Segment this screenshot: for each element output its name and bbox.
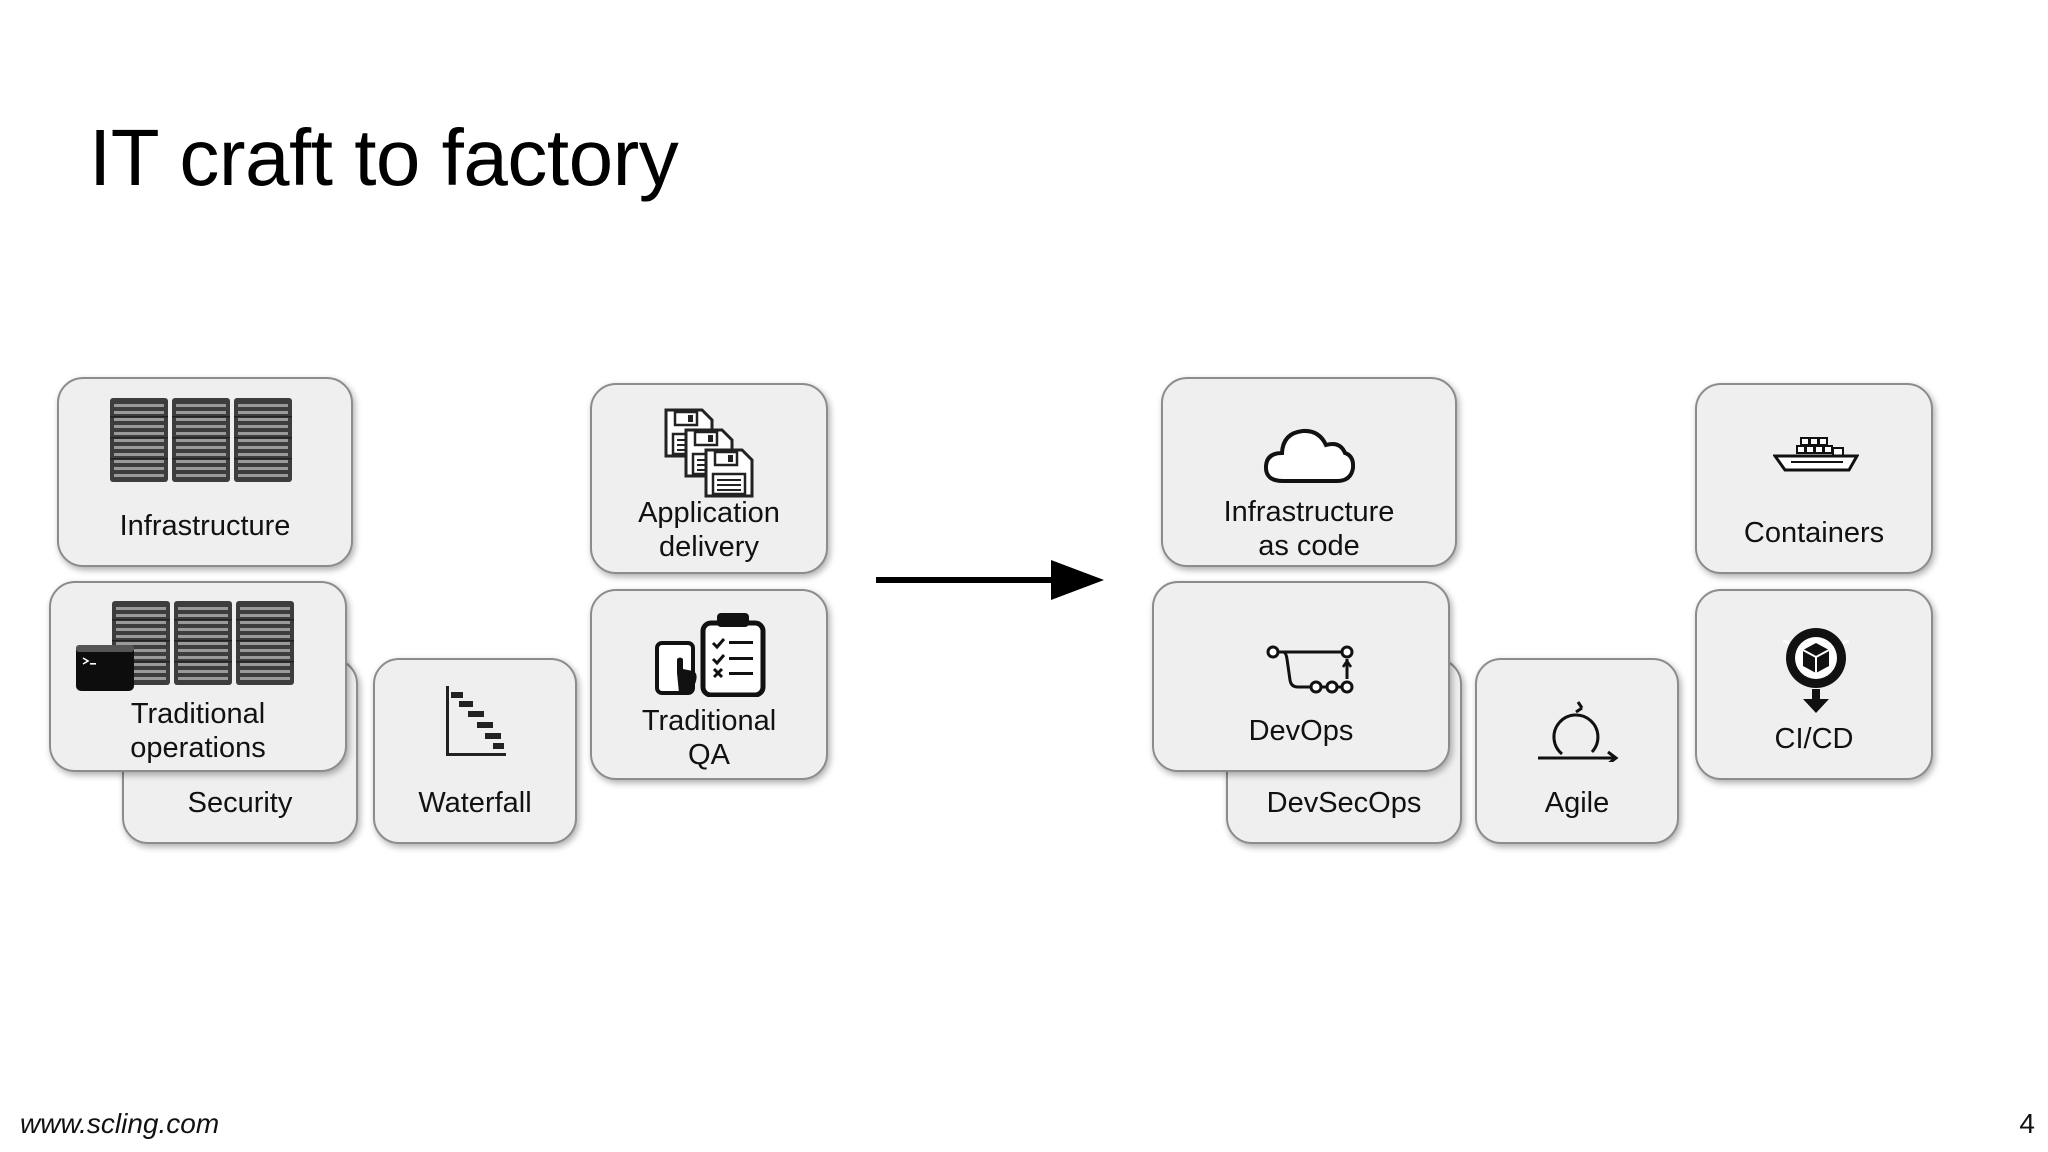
card-label: Security [187,787,293,819]
card-label: CI/CD [1774,723,1854,755]
transition-arrow-icon [876,560,1104,600]
card-traditional-operations: Traditional operations [49,581,347,772]
card-label: Application delivery [638,497,780,563]
card-waterfall: Waterfall [373,658,577,844]
container-ship-icon [1773,437,1859,472]
card-label: Waterfall [418,787,532,819]
card-cicd: CI/CD [1695,589,1933,780]
card-containers: Containers [1695,383,1933,574]
deploy-cycle-icon [1782,628,1850,713]
gantt-chart-icon [446,686,506,756]
page-number: 4 [2019,1108,2035,1139]
card-infrastructure-as-code: Infrastructure as code [1161,377,1457,567]
card-traditional-qa: Traditional QA [590,589,828,780]
card-label: Traditional operations [130,698,266,764]
card-application-delivery: Application delivery [590,383,828,574]
cloud-icon [1263,428,1355,483]
card-agile: Agile [1475,658,1679,844]
card-label: Traditional QA [641,705,777,771]
card-label: DevSecOps [1266,787,1422,819]
card-infrastructure: Infrastructure [57,377,353,567]
server-rack-icon [112,601,294,685]
iteration-cycle-icon [1538,701,1619,762]
slide-title: IT craft to factory [89,113,679,202]
tablet-checklist-icon [655,613,766,697]
floppy-disks-icon [664,408,754,498]
server-rack-icon [110,398,292,482]
card-label: DevOps [1248,715,1354,747]
pipeline-icon [1266,645,1354,694]
card-label: Agile [1544,787,1610,819]
card-label: Infrastructure as code [1223,496,1395,562]
card-devops: DevOps [1152,581,1450,772]
footer-url[interactable]: www.scling.com [20,1108,220,1139]
card-label: Containers [1743,517,1885,549]
card-label: Infrastructure [119,510,291,542]
terminal-window-icon [76,645,134,691]
